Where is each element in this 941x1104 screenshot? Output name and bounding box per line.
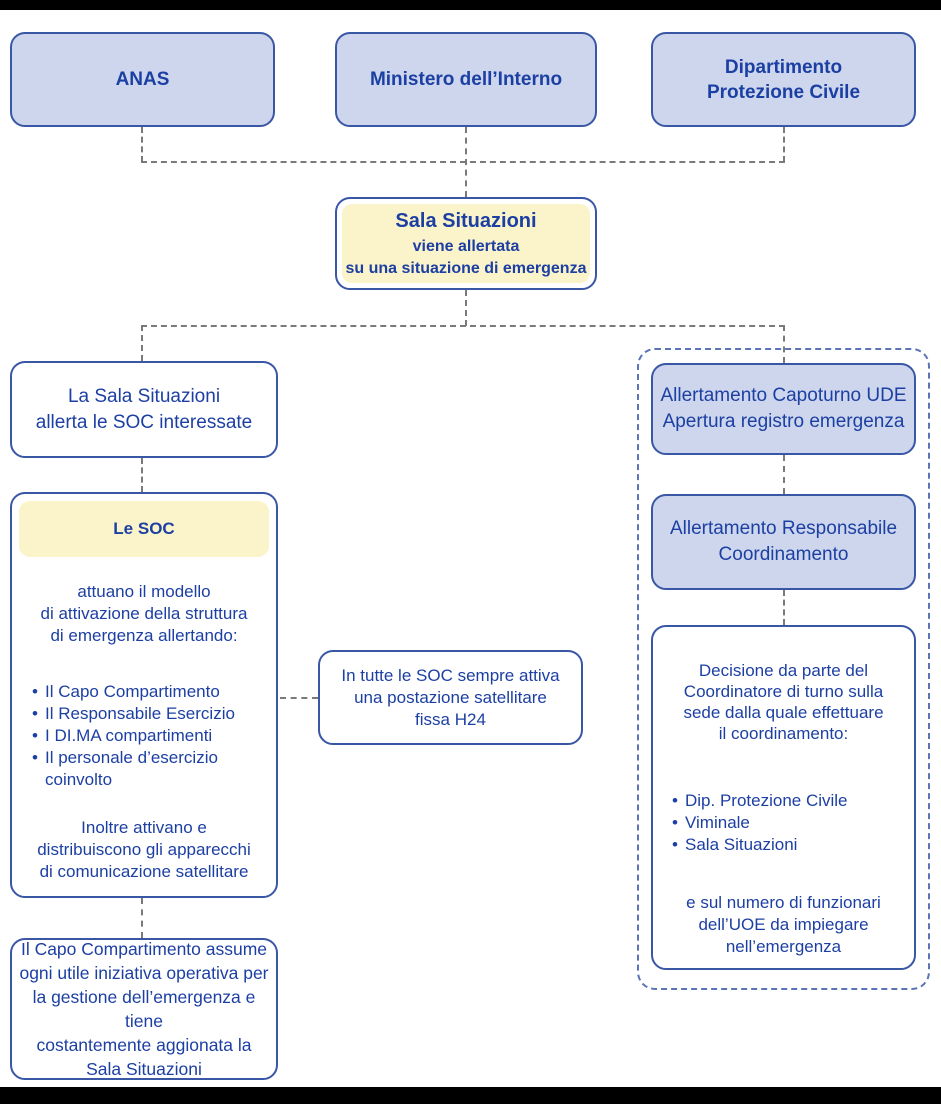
satellite-note-label: In tutte le SOC sempre attiva una postaz… [341,665,560,729]
bottom-black-bar [0,1087,941,1104]
decisione-bullet: Viminale [672,812,914,834]
org-box-dipartimento-protezione-civile: Dipartimento Protezione Civile [651,32,916,127]
connector-left-branch-down [141,325,143,361]
org-box-ministero-interno-label: Ministero dell’Interno [369,69,563,90]
sala-situazioni-title: Sala Situazioni [395,209,537,232]
decisione-bullet: Dip. Protezione Civile [672,790,914,812]
sala-situazioni-yellow-panel: Sala Situazioni viene allertata su una s… [342,204,590,283]
org-box-anas-label: ANAS [115,69,170,90]
capo-compartimento-label: Il Capo Compartimento assume ogni utile … [19,939,269,1079]
allertamento-responsabile-label: Allertamento Responsabile Coordinamento [669,518,898,565]
connector-lesoc-to-satellite-note [280,697,318,699]
connector-sala-allerta-to-lesoc [141,458,143,492]
le-soc-bullet: Il personale d’esercizio coinvolto [32,747,276,791]
decisione-intro: Decisione da parte del Coordinatore di t… [683,661,884,743]
connector-lesoc-to-capo [141,898,143,938]
org-box-anas: ANAS [10,32,275,127]
connector-responsabile-to-decisione [783,590,785,625]
decisione-bullet-list: Dip. Protezione Civile Viminale Sala Sit… [672,790,914,856]
org-box-dipartimento-label: Dipartimento Protezione Civile [706,56,861,103]
decisione-bullet: Sala Situazioni [672,834,914,856]
top-black-bar [0,0,941,10]
org-box-ministero-interno: Ministero dell’Interno [335,32,597,127]
decisione-outro: e sul numero di funzionari dell’UOE da i… [686,893,881,956]
sala-allerta-soc-box: La Sala Situazioni allerta le SOC intere… [10,361,278,458]
allertamento-capoturno-label: Allertamento Capoturno UDE Apertura regi… [660,385,907,432]
satellite-note-box: In tutte le SOC sempre attiva una postaz… [318,650,583,745]
le-soc-bullet-list: Il Capo Compartimento Il Responsabile Es… [32,681,276,791]
connector-sala-down [465,290,467,326]
le-soc-header: Le SOC [19,501,269,557]
sala-situazioni-subtitle: viene allertata su una situazione di eme… [345,237,587,277]
le-soc-bullet: Il Capo Compartimento [32,681,276,703]
allertamento-responsabile-box: Allertamento Responsabile Coordinamento [651,494,916,590]
sala-situazioni-box: Sala Situazioni viene allertata su una s… [335,197,597,290]
sala-allerta-soc-label: La Sala Situazioni allerta le SOC intere… [35,385,253,433]
capo-compartimento-box: Il Capo Compartimento assume ogni utile … [10,938,278,1080]
le-soc-intro: attuano il modello di attivazione della … [40,582,248,645]
le-soc-outro: Inoltre attivano e distribuiscono gli ap… [37,818,251,881]
le-soc-bullet: I DI.MA compartimenti [32,725,276,747]
le-soc-box: Le SOC attuano il modello di attivazione… [10,492,278,898]
connector-mid-horizontal [141,325,785,327]
allertamento-capoturno-box: Allertamento Capoturno UDE Apertura regi… [651,363,916,455]
decisione-coordinatore-box: Decisione da parte del Coordinatore di t… [651,625,916,970]
connector-capoturno-to-responsabile [783,455,785,494]
connector-top-horizontal [141,161,785,163]
le-soc-bullet: Il Responsabile Esercizio [32,703,276,725]
connector-dipartimento-down [783,127,785,162]
connector-anas-down [141,127,143,162]
connector-right-branch-down [783,325,785,363]
